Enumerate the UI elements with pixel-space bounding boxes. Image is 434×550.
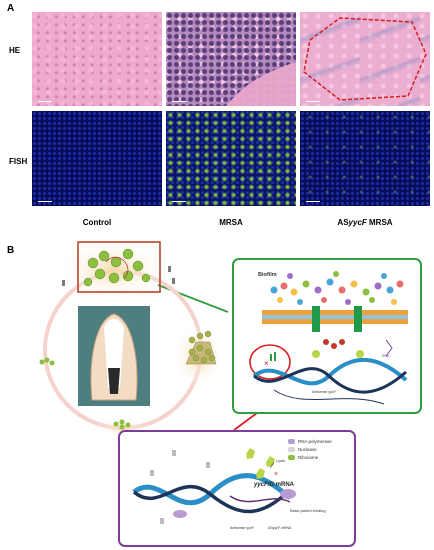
panel-b-letter: B [7,245,15,256]
antisense-yycf-label: Antisense yycF [312,390,336,394]
he-mrsa-image [166,12,296,106]
he-control-image [32,12,162,106]
rna-label: RNA- [382,354,391,358]
legend: RNA polymerase Nuclease Ribosome [288,438,332,462]
col-label-asyycf: ASyycF MRSA [337,218,393,227]
fish-control-image [32,111,162,206]
col-label-control: Control [82,218,112,227]
mechanism-green-box: Biofilm × Antisense [232,258,422,414]
asyycf-mrna-label: ASyycF mRNA [268,526,292,530]
panel-a-letter: A [7,3,15,14]
row-label-he: HE [9,46,21,55]
legend-ribosome: Ribosome [288,454,332,462]
membrane-and-dna-diagram: × [249,271,408,405]
row-label-fish: FISH [9,157,28,166]
antisense-mechanism-diagram: × [132,448,296,524]
col-label-mrsa: MRSA [219,218,243,227]
fish-mrsa-image [166,111,296,206]
fish-asyycf-image [300,111,430,206]
biofilm-label: Biofilm [258,272,277,278]
he-asyycf-image [300,12,430,106]
detail-purple-box: RNA polymerase Nuclease Ribosome × Lysis… [118,430,356,547]
base-paired-label: Base-paired binding [290,508,326,513]
antisense-bottom-label: Antisense yycF [230,526,254,530]
legend-rna-polymerase: RNA polymerase [288,438,332,446]
legend-nuclease: Nuclease [288,446,332,454]
mrna-label: yycF/G mRNA [254,482,295,488]
biofilm-cycle-diagram [39,240,218,438]
lysis-label: Lysis [276,458,285,463]
svg-text:×: × [264,359,269,368]
svg-text:×: × [274,471,278,478]
